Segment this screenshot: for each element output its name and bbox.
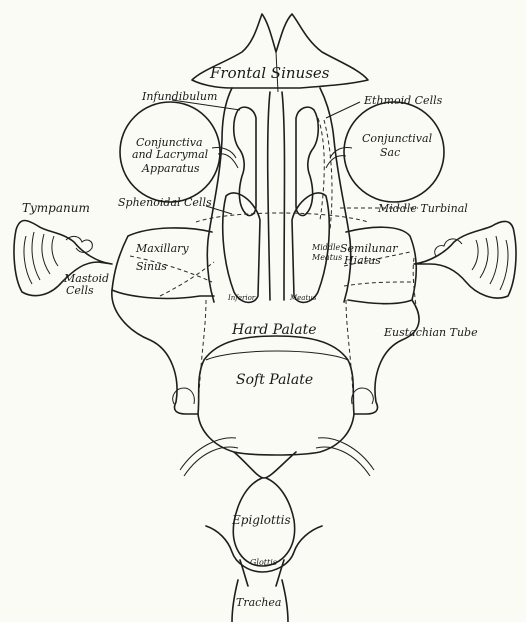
ethmoid-cells-dots: [318, 118, 332, 230]
label-soft-palate: Soft Palate: [236, 372, 313, 388]
label-sphenoidal-cells: Sphenoidal Cells: [118, 196, 212, 209]
label-middle: Middle: [311, 243, 341, 252]
right-ear: [414, 221, 516, 298]
hard-palate-curve: [206, 351, 348, 360]
left-mastoid-cells: [24, 232, 58, 284]
label-eustachian-tube: Eustachian Tube: [383, 326, 478, 339]
label-glottis: Glottis: [250, 558, 277, 567]
label-inferior: Inferior: [227, 294, 256, 302]
label-conjunctival: Conjunctival: [362, 132, 433, 145]
label-hiatus: Hiatus: [343, 254, 381, 267]
label-apparatus: Apparatus: [141, 162, 200, 175]
label-frontal-sinuses: Frontal Sinuses: [209, 64, 330, 82]
nasal-septum: [268, 92, 285, 300]
label-maxillary: Maxillary: [135, 242, 189, 255]
label-hard-palate: Hard Palate: [231, 322, 317, 338]
label-middle-meatus: Meatus: [311, 253, 342, 262]
label-ethmoid-cells: Ethmoid Cells: [363, 94, 443, 107]
label-lacrymal: and Lacrymal: [132, 148, 209, 161]
uvula-region: [234, 452, 296, 478]
label-infundibulum: Infundibulum: [141, 90, 217, 103]
right-tonsil-lines: [316, 438, 374, 476]
label-sinus: Sinus: [136, 260, 167, 273]
leader-ethmoid: [326, 102, 360, 118]
right-mastoid-cells: [472, 236, 508, 290]
label-epiglottis: Epiglottis: [231, 513, 291, 527]
left-inferior-turbinal: [223, 193, 260, 302]
label-tympanum: Tympanum: [22, 201, 90, 215]
label-middle-turbinal: Middle Turbinal: [377, 202, 468, 215]
right-middle-turbinal: [296, 107, 318, 215]
left-tonsil-lines: [180, 438, 238, 476]
left-middle-turbinal: [234, 107, 256, 215]
label-meatus-small: Meatus: [289, 294, 317, 302]
label-trachea: Trachea: [236, 596, 281, 609]
label-sac: Sac: [380, 146, 400, 159]
soft-palate-shape: [198, 414, 354, 455]
label-mastoid-cells: Cells: [66, 284, 94, 297]
right-pterygoid-tab: [352, 388, 374, 404]
sphenoid-dashed: [196, 213, 368, 222]
left-lacrymal-duct: [212, 147, 238, 168]
